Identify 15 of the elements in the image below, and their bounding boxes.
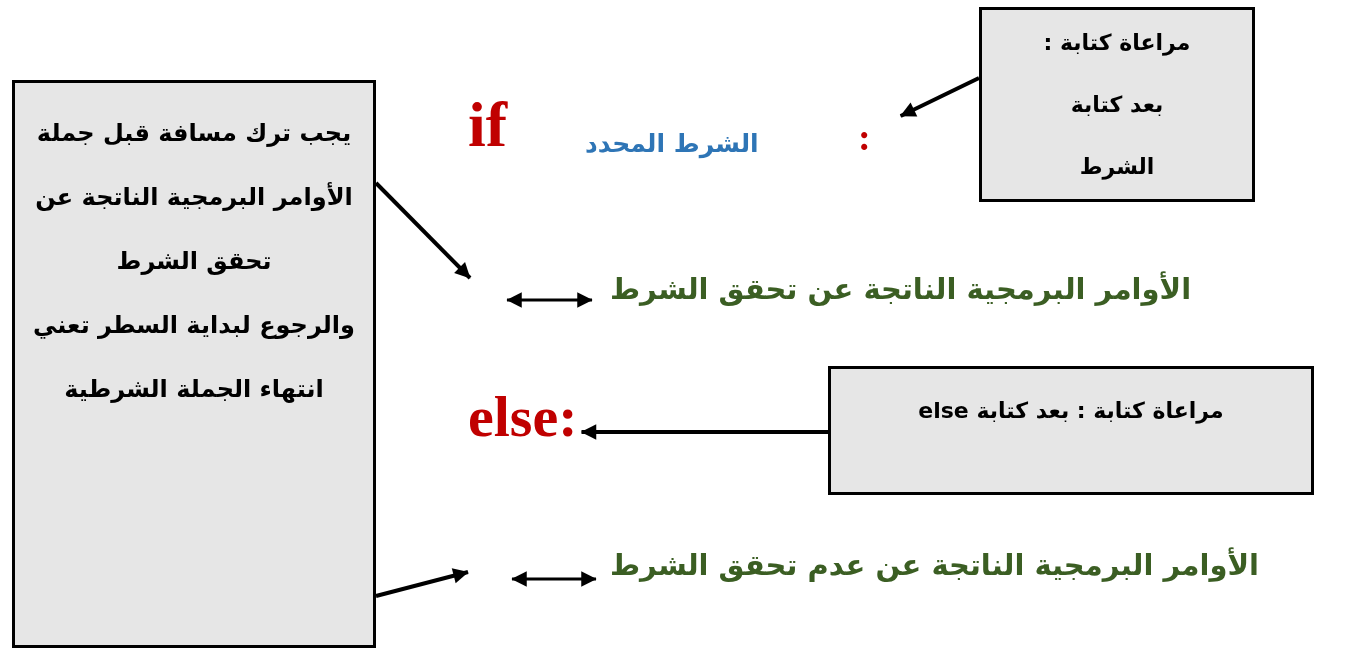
keyword-text: else: xyxy=(468,385,578,449)
note-text: يجب ترك مسافة قبل جملة الأوامر البرمجية الناتجة عن تحقق الشرط xyxy=(34,118,354,277)
arrow xyxy=(375,568,469,598)
arrow xyxy=(374,181,472,280)
note-box xyxy=(828,366,1314,495)
condition-text: الشرط المحدد xyxy=(585,130,759,158)
arrow xyxy=(580,424,828,440)
note-box xyxy=(979,7,1255,202)
colon-text: : xyxy=(858,117,871,159)
note-text: والرجوع لبداية السطر تعني انتهاء الجملة الشرطية xyxy=(32,310,356,405)
keyword-text: if xyxy=(468,90,508,161)
note-text: مراعاة كتابة : بعد كتابة else xyxy=(918,396,1224,426)
note-box xyxy=(12,80,376,648)
arrow xyxy=(899,76,980,118)
note-text: مراعاة كتابة : بعد كتابة الشرط xyxy=(1042,28,1192,182)
